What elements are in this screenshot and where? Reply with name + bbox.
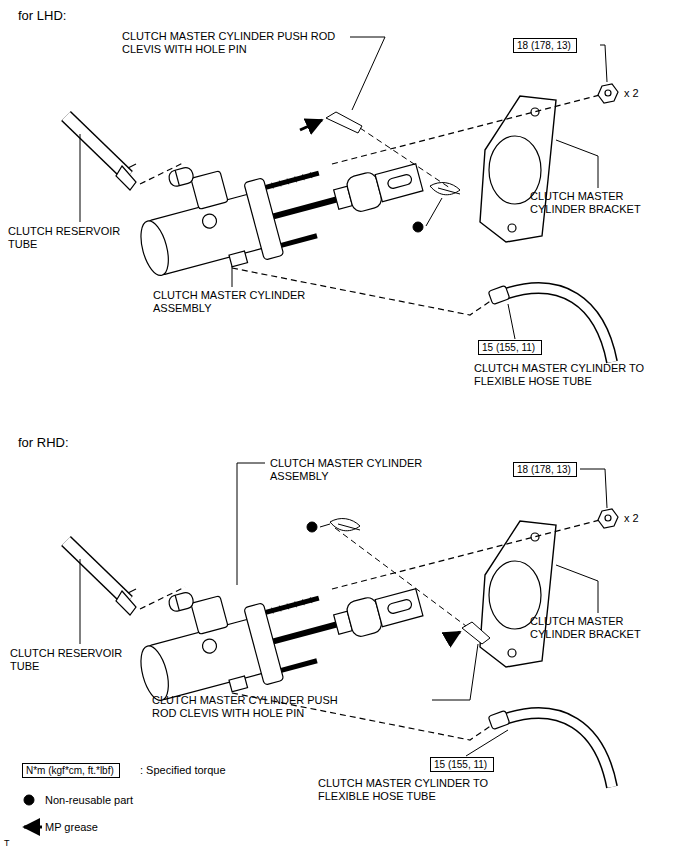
torque-box: 15 (155, 11): [478, 340, 542, 355]
torque-legend-box: N*m (kgf*cm, ft.*lbf): [22, 763, 120, 778]
part-name: CLUTCH MASTER CYLINDER PUSH ROD CLEVIS W…: [122, 30, 354, 56]
legend-text: : Specified torque: [140, 764, 226, 777]
part-name: CLUTCH MASTER CYLINDER TO FLEXIBLE HOSE …: [474, 362, 679, 388]
section-heading: for RHD:: [18, 435, 69, 451]
part-name: CLUTCH MASTER CYLINDER BRACKET: [530, 190, 658, 216]
torque-value: 18 (178, 13): [517, 464, 571, 475]
part-name: CLUTCH MASTER CYLINDER TO FLEXIBLE HOSE …: [318, 777, 523, 803]
torque-box: 15 (155, 11): [430, 757, 494, 772]
legend-text: Non-reusable part: [45, 794, 133, 807]
torque-value: 18 (178, 13): [517, 40, 571, 51]
part-name: CLUTCH RESERVOIR TUBE: [10, 647, 135, 673]
part-name: CLUTCH RESERVOIR TUBE: [8, 225, 133, 251]
torque-value: 15 (155, 11): [482, 342, 535, 353]
torque-box: 18 (178, 13): [513, 462, 577, 477]
section-heading: for LHD:: [18, 8, 66, 24]
torque-value: 15 (155, 11): [434, 759, 487, 770]
torque-value: N*m (kgf*cm, ft.*lbf): [26, 765, 114, 776]
part-name: CLUTCH MASTER CYLINDER BRACKET: [530, 615, 658, 641]
torque-box: 18 (178, 13): [513, 38, 577, 53]
part-name: CLUTCH MASTER CYLINDER ASSEMBLY: [153, 289, 325, 315]
legend-text: MP grease: [45, 821, 98, 834]
part-name: x 2: [624, 87, 639, 100]
part-name: x 2: [624, 512, 639, 525]
part-name: T: [4, 838, 10, 849]
part-name: CLUTCH MASTER CYLINDER ASSEMBLY: [270, 457, 448, 483]
part-name: CLUTCH MASTER CYLINDER PUSH ROD CLEVIS W…: [152, 694, 362, 720]
